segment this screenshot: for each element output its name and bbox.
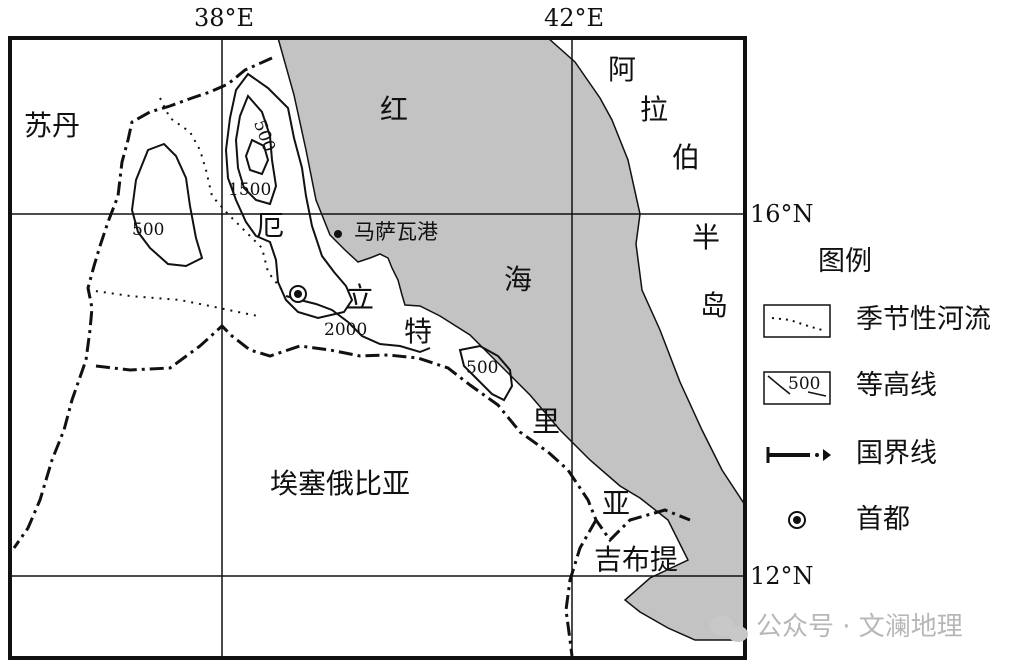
capital-legend-icon	[788, 511, 806, 529]
eritrea-label-4: 里	[532, 405, 561, 438]
seasonal-river-2	[87, 289, 259, 317]
latitude-12n-label: 12°N	[750, 562, 814, 590]
arabia-label-5: 岛	[700, 289, 729, 322]
contour-500-west	[130, 142, 204, 268]
map-frame	[8, 36, 747, 660]
contour-500-main	[224, 72, 354, 320]
djibouti-label: 吉布提	[594, 543, 679, 576]
contour-label-2000: 2000	[324, 320, 368, 340]
legend-icons	[763, 304, 831, 529]
contour-2000	[285, 295, 431, 354]
red-sea-water	[277, 37, 746, 641]
contour-1500	[234, 94, 278, 206]
arabia-label-1: 阿	[608, 53, 637, 86]
legend-item-border: 国界线	[856, 438, 937, 469]
massawa-port-icon	[334, 230, 342, 238]
legend-item-contour: 等高线	[856, 370, 937, 401]
longitude-42e-label: 42°E	[544, 4, 605, 32]
legend-item-capital: 首都	[856, 504, 910, 535]
legend-title: 图例	[818, 246, 872, 277]
latitude-16n-label: 16°N	[750, 200, 814, 228]
national-border-icon	[766, 447, 831, 463]
watermark-text: 公众号 · 文澜地理	[756, 612, 963, 642]
arabia-label-2: 拉	[640, 93, 669, 126]
contour-1500-inner	[244, 138, 270, 176]
ethiopia-label: 埃塞俄比亚	[270, 467, 411, 500]
national-border-djibouti	[564, 519, 598, 657]
wechat-icon	[710, 616, 748, 642]
capital-icon	[289, 285, 307, 303]
eritrea-label-1: 厄	[256, 209, 285, 242]
contour-label-1500: 1500	[228, 180, 272, 200]
national-border-west	[12, 56, 273, 549]
legend-item-seasonal-river: 季节性河流	[856, 304, 991, 335]
seasonal-river-icon	[763, 304, 831, 338]
arabia-label-4: 半	[692, 221, 721, 254]
eritrea-label-5: 亚	[602, 487, 631, 520]
massawa-label: 马萨瓦港	[354, 220, 438, 244]
red-sea-label-1: 红	[380, 93, 409, 126]
contour-500-south	[458, 344, 514, 402]
contour-label-500-west: 500	[132, 220, 165, 240]
contour-line-icon	[763, 371, 831, 405]
legend-contour-sample: 500	[788, 374, 821, 394]
arabia-label-3: 伯	[672, 141, 701, 174]
eritrea-label-3: 特	[404, 315, 433, 348]
red-sea-label-2: 海	[504, 263, 533, 296]
longitude-38e-label: 38°E	[194, 4, 255, 32]
contour-label-500-south: 500	[466, 358, 499, 378]
sudan-label: 苏丹	[24, 109, 81, 142]
eritrea-label-2: 立	[346, 281, 375, 314]
